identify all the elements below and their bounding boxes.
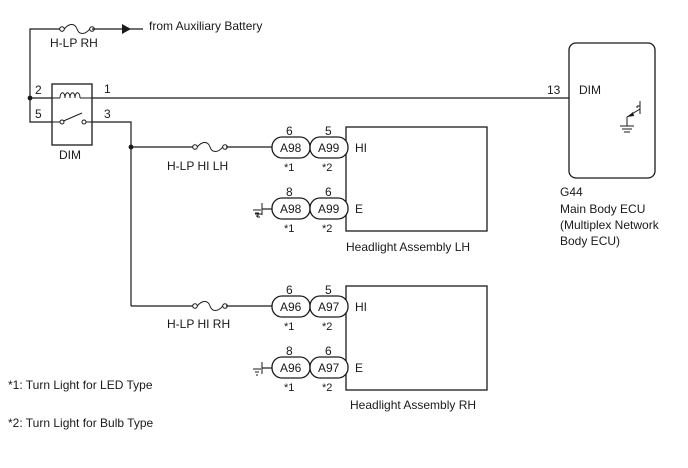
lh-hi-pin-b: 5 bbox=[325, 124, 332, 138]
dim-signal-wire bbox=[92, 97, 638, 106]
lh-e-note-a: *1 bbox=[284, 223, 294, 235]
ecu-pin-dim: DIM bbox=[579, 83, 601, 97]
relay-pin-1: 1 bbox=[104, 82, 111, 96]
rh-hi-conn-b: A97 bbox=[318, 300, 340, 314]
rh-e-label: E bbox=[355, 361, 363, 375]
battery-feed: from Auxiliary Battery bbox=[29, 19, 262, 97]
legend-note-1: *1: Turn Light for LED Type bbox=[8, 378, 153, 392]
connector-a97 bbox=[309, 295, 349, 318]
rh-hi-pin-a: 6 bbox=[286, 283, 293, 297]
rh-hi-conn-a: A96 bbox=[280, 300, 302, 314]
lh-e-pin-a: 8 bbox=[286, 185, 293, 199]
main-body-ecu: 13 DIM G44 Main Body ECU (Multiplex Netw… bbox=[547, 42, 660, 248]
ecu-name: Main Body ECU bbox=[560, 202, 645, 216]
headlight-rh-box bbox=[345, 285, 488, 391]
rh-hi-note-a: *1 bbox=[284, 321, 294, 333]
relay-pin-2: 2 bbox=[35, 83, 42, 97]
fuse-top-label: H-LP RH bbox=[50, 36, 98, 50]
fuse-h-lp-hi-rh: H-LP HI RH bbox=[167, 301, 230, 331]
arrow-left-icon bbox=[122, 24, 131, 34]
rh-hi-note-b: *2 bbox=[322, 321, 332, 333]
lh-e-label: E bbox=[355, 202, 363, 216]
headlight-assembly-rh: Headlight Assembly RH 6 5 A96 A97 *1 *2 … bbox=[253, 283, 488, 412]
legend: *1: Turn Light for LED Type *2: Turn Lig… bbox=[8, 378, 154, 430]
rh-e-conn-a: A96 bbox=[280, 361, 302, 375]
rh-e-note-b: *2 bbox=[322, 382, 332, 394]
lh-e-pin-b: 6 bbox=[325, 185, 332, 199]
rh-hi-pin-b: 5 bbox=[325, 283, 332, 297]
lh-hi-label: HI bbox=[355, 141, 367, 155]
lh-hi-note-b: *2 bbox=[322, 162, 332, 174]
rh-hi-label: HI bbox=[355, 300, 367, 314]
rh-e-note-a: *1 bbox=[284, 382, 294, 394]
lh-e-note-b: *2 bbox=[322, 223, 332, 235]
connector-a97-e bbox=[309, 356, 349, 379]
relay-pin-5: 5 bbox=[35, 107, 42, 121]
relay-pin-3: 3 bbox=[104, 107, 111, 121]
rh-e-conn-b: A97 bbox=[318, 361, 340, 375]
fuse-hi-lh-label: H-LP HI LH bbox=[167, 159, 228, 173]
ground-icon bbox=[620, 125, 634, 133]
connector-a99 bbox=[309, 136, 349, 159]
lh-e-conn-b: A99 bbox=[318, 202, 340, 216]
headlight-lh-box bbox=[345, 126, 488, 232]
battery-note: from Auxiliary Battery bbox=[149, 19, 262, 33]
ground-icon bbox=[253, 209, 261, 217]
lh-hi-conn-a: A98 bbox=[280, 141, 302, 155]
ecu-pin-13: 13 bbox=[547, 83, 561, 97]
rh-e-pin-b: 6 bbox=[325, 344, 332, 358]
connector-a99-e bbox=[309, 197, 349, 220]
lh-hi-pin-a: 6 bbox=[286, 124, 293, 138]
headlight-rh-title: Headlight Assembly RH bbox=[350, 398, 476, 412]
relay-input-wires bbox=[27, 95, 52, 123]
ecu-name-line2: (Multiplex Network bbox=[560, 218, 660, 232]
legend-note-2: *2: Turn Light for Bulb Type bbox=[8, 416, 154, 430]
lh-e-conn-a: A98 bbox=[280, 202, 302, 216]
relay-label: DIM bbox=[59, 148, 81, 162]
relay-box bbox=[51, 83, 93, 146]
rh-e-pin-a: 8 bbox=[286, 344, 293, 358]
lh-hi-conn-b: A99 bbox=[318, 141, 340, 155]
ecu-box bbox=[568, 42, 656, 179]
ecu-id: G44 bbox=[560, 185, 583, 199]
fuse-h-lp-hi-lh: H-LP HI LH bbox=[167, 142, 228, 173]
headlight-lh-title: Headlight Assembly LH bbox=[346, 240, 470, 254]
lh-hi-note-a: *1 bbox=[284, 162, 294, 174]
ecu-name-line3: Body ECU) bbox=[560, 234, 620, 248]
hi-bus-wire bbox=[92, 121, 272, 307]
fuse-h-lp-rh: H-LP RH bbox=[50, 24, 98, 50]
fuse-hi-rh-label: H-LP HI RH bbox=[167, 317, 230, 331]
relay-dim: 2 5 1 3 DIM bbox=[35, 82, 111, 162]
headlight-assembly-lh: Headlight Assembly LH 6 5 A98 A99 *1 *2 … bbox=[253, 124, 488, 254]
ground-icon bbox=[253, 368, 261, 376]
